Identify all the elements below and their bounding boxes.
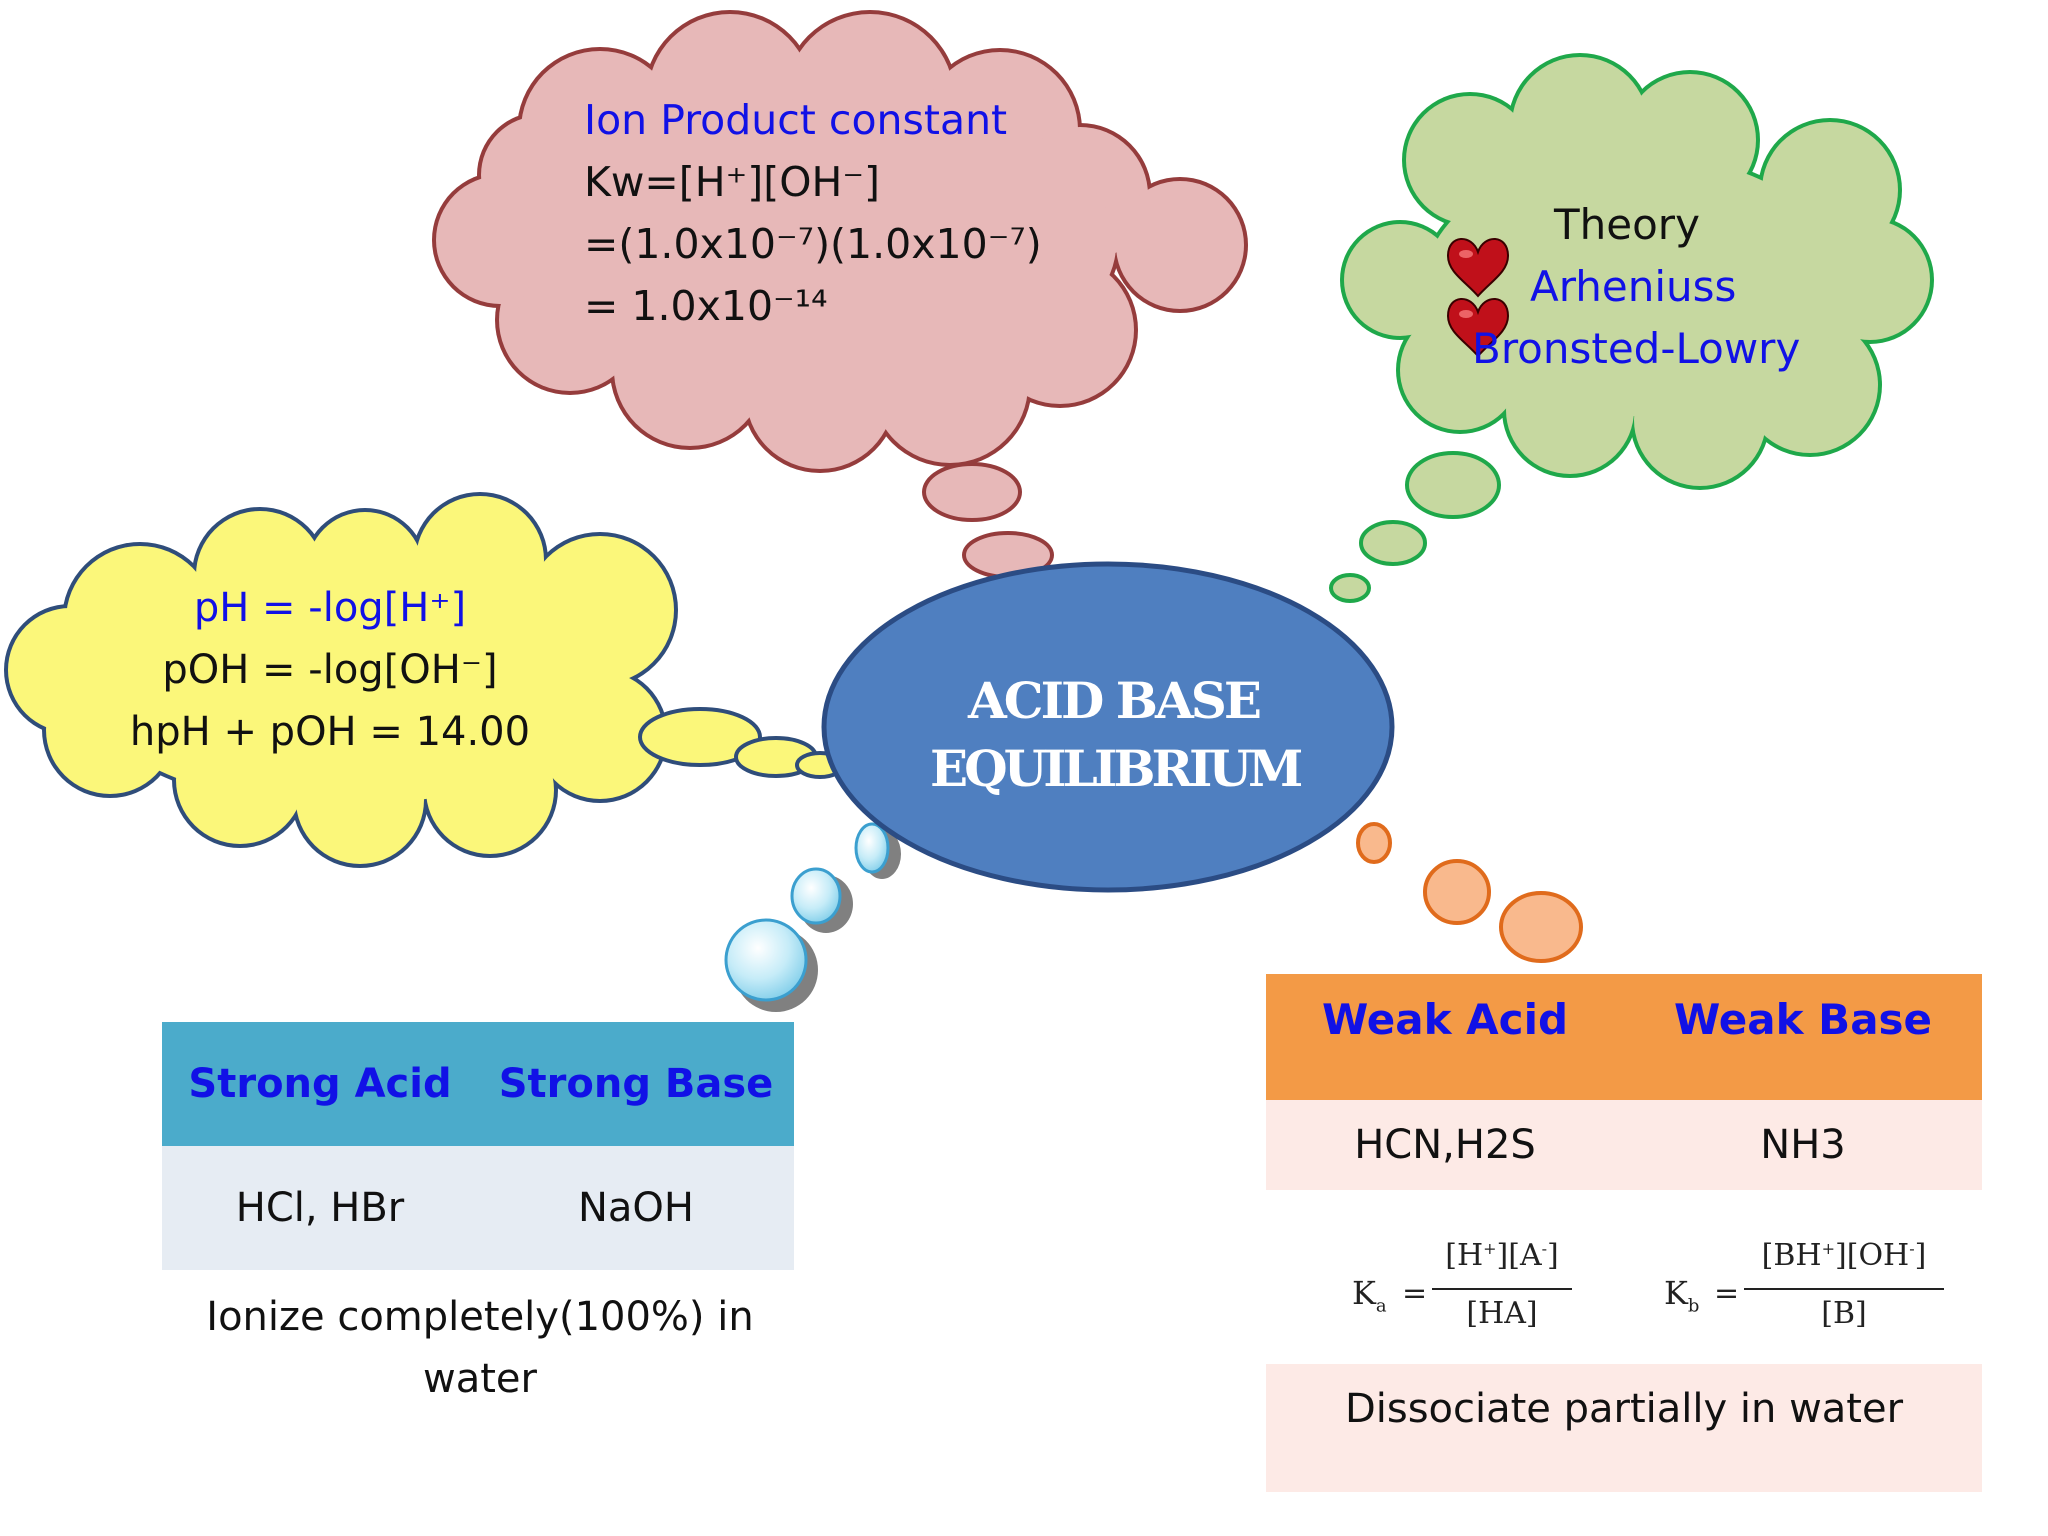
ion-product-line2: =(1.0x10⁻⁷)(1.0x10⁻⁷) [584, 220, 1042, 268]
kb-numerator: [BH+][OH-] [1761, 1238, 1927, 1273]
strong-table-header-acid: Strong Acid [188, 1061, 452, 1107]
weak-table-cell-acid: HCN,H2S [1354, 1122, 1536, 1168]
ion-product-line1: Kw=[H⁺][OH⁻] [584, 158, 880, 206]
ka-formula: Ka = [H+][A-] [HA] [1352, 1238, 1612, 1348]
strong-trail [724, 822, 901, 1012]
ka-equals: = [1402, 1276, 1428, 1311]
weak-table-cell-base: NH3 [1760, 1122, 1846, 1168]
ion-product-line3: = 1.0x10⁻¹⁴ [584, 282, 828, 330]
kb-fraction-bar [1744, 1288, 1944, 1290]
kb-subscript: b [1687, 1295, 1700, 1317]
ion-product-cloud-body [436, 14, 1244, 469]
ph-line2: pOH = -log[OH⁻] [162, 647, 498, 693]
theory-cloud-body [1344, 57, 1930, 486]
strong-table-header-row [162, 1022, 794, 1146]
ka-numerator: [H+][A-] [1445, 1238, 1559, 1273]
heart-icon [1446, 238, 1510, 298]
weak-trail [1356, 822, 1583, 963]
kb-equals: = [1714, 1276, 1740, 1311]
weak-table-caption: Dissociate partially in water [1344, 1386, 1904, 1432]
strong-table-header-base: Strong Base [498, 1061, 774, 1107]
weak-table: Weak Acid Weak Base HCN,H2S NH3 Ka = [H+… [1266, 974, 1982, 1492]
weak-table-header-base: Weak Base [1673, 994, 1933, 1044]
ka-symbol: K [1352, 1274, 1376, 1312]
ka-fraction-bar [1432, 1288, 1572, 1290]
weak-table-header-acid: Weak Acid [1321, 994, 1569, 1044]
ka-denominator: [HA] [1466, 1296, 1538, 1331]
center-title-line2: EQUILIBRIUM [930, 739, 1303, 798]
ph-line1: pH = -log[H⁺] [193, 585, 467, 631]
strong-table-cell-acid: HCl, HBr [235, 1185, 405, 1231]
strong-table-caption: Ionize completely(100%) in water [206, 1294, 754, 1402]
weak-table-row [1266, 1100, 1982, 1190]
ka-subscript: a [1375, 1295, 1387, 1317]
ph-cloud [4, 492, 845, 868]
strong-table: Strong Acid Strong Base HCl, HBr NaOH [162, 1022, 794, 1270]
kb-formula: Kb = [BH+][OH-] [B] [1664, 1238, 1964, 1348]
theory-trail [1329, 451, 1501, 603]
theory-item-arrhenius: Arheniuss [1530, 262, 1737, 311]
weak-table-header-row [1266, 974, 1982, 1100]
theory-title: Theory [1554, 200, 1700, 249]
weak-table-caption-row [1266, 1364, 1982, 1492]
heart-icon [1446, 298, 1510, 358]
kb-symbol: K [1664, 1274, 1688, 1312]
center-title-line1: ACID BASE [968, 671, 1262, 730]
ion-product-title: Ion Product constant [584, 96, 1008, 144]
ion-product-cloud [432, 10, 1248, 620]
strong-table-cell-base: NaOH [578, 1185, 694, 1231]
theory-item-bronsted: Bronsted-Lowry [1472, 324, 1801, 373]
kb-denominator: [B] [1821, 1296, 1867, 1331]
ph-line3: hpH + pOH = 14.00 [129, 709, 531, 755]
theory-cloud [1329, 53, 1934, 603]
ph-trail [638, 707, 845, 779]
strong-table-row [162, 1146, 794, 1270]
center-node [821, 561, 1395, 893]
ph-cloud-body [8, 496, 674, 864]
